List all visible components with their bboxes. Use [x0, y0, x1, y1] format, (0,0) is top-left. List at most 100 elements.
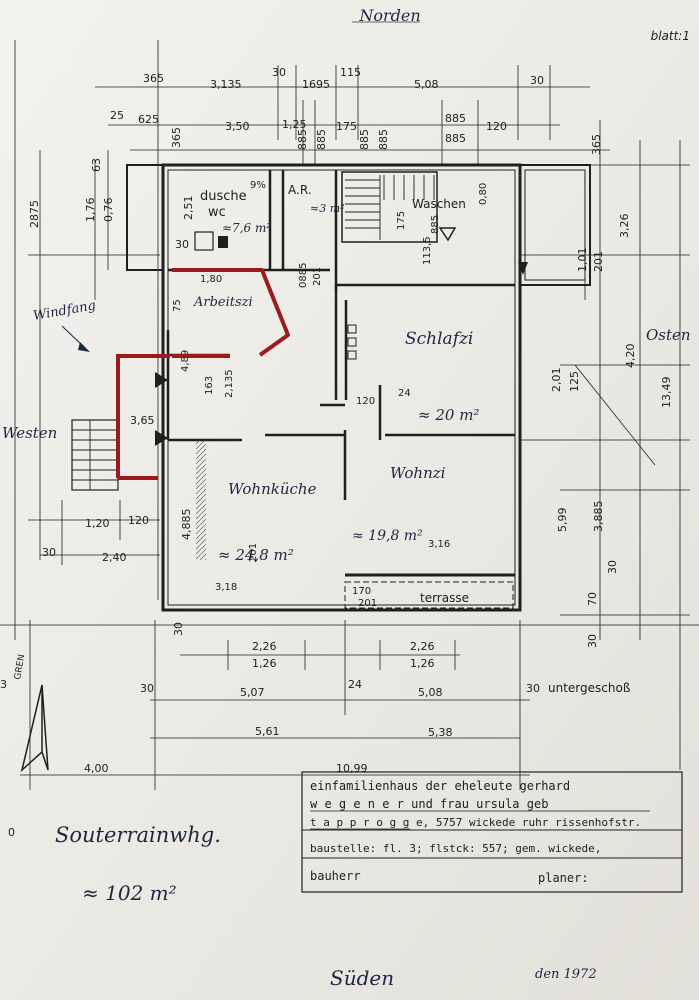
dim-top-19: 885: [358, 129, 371, 150]
dim-right-1: 3,26: [618, 214, 631, 239]
dim-top-10: 3,50: [225, 120, 250, 133]
east-label: Osten: [646, 326, 691, 344]
dim-right-2: 1,01: [576, 248, 589, 273]
dim-left-8: 1,20: [85, 517, 110, 530]
dim-bottom-3: 2,26: [410, 640, 435, 653]
dim-top-5: 115: [340, 66, 361, 79]
dim-left-6: 30: [175, 238, 189, 251]
bottom-dimension-texts: 2,26 1,26 2,26 1,26 30 5,07 24 5,08 30 5…: [0, 622, 540, 839]
dim-left-3: 1,76: [84, 198, 97, 223]
right-dimension-texts: 3,26 1,01 201 4,20 2,01 125 13,49 5,99 3…: [550, 214, 673, 649]
dim-bottom-4: 1,26: [410, 657, 435, 670]
dim-left-1: 2875: [28, 200, 41, 228]
dim-bottom-15: 0: [8, 826, 15, 839]
dim-top-1: 365: [143, 72, 164, 85]
dim-left-9: 120: [128, 514, 149, 527]
dim-top-18: 885: [315, 129, 328, 150]
dim-inner-7: 24: [398, 388, 411, 399]
dim-right-5: 2,01: [550, 368, 563, 393]
dim-inner-14: 201: [358, 598, 377, 609]
north-label: Norden: [358, 6, 420, 25]
fixtures: [155, 227, 528, 560]
dim-bottom-5: 30: [140, 682, 154, 695]
dim-inner-3: 4,89: [180, 350, 191, 372]
dim-top-14: 120: [486, 120, 507, 133]
staircase-west: [71, 419, 119, 491]
room-schlafzi: Schlafzi: [405, 329, 473, 349]
dim-top-6: 5,08: [414, 78, 439, 91]
dim-bottom-14: 30: [172, 622, 185, 636]
dim-right-12: 30: [586, 634, 599, 648]
title-planer: planer:: [538, 871, 589, 885]
dim-inner-4: 163: [204, 376, 215, 395]
dim-left-10: 2,40: [102, 551, 127, 564]
date-note: den 1972: [535, 967, 597, 982]
room-wohnzi-area: ≈ 19,8 m²: [352, 528, 423, 544]
dim-left-2: 63: [90, 158, 103, 172]
dim-top-13: 885: [445, 112, 466, 125]
dim-bottom-13: 10,99: [336, 762, 368, 775]
dim-bottom-16: 3: [0, 678, 7, 691]
red-annotation: [116, 268, 290, 480]
room-dusche: dusche: [200, 189, 247, 204]
dim-bottom-10: 5,61: [255, 725, 280, 738]
dim-bottom-17: GREN: [13, 654, 27, 681]
dim-right-6: 125: [568, 371, 581, 392]
room-schlafzi-area: ≈ 20 m²: [418, 406, 479, 424]
dim-inner-13: 170: [352, 586, 371, 597]
dim-inner-18: 201: [248, 543, 259, 562]
room-labels: dusche wc 9% ≈7,6 m² A.R. ≈3 m² Waschen …: [193, 180, 479, 605]
dim-bottom-1: 2,26: [252, 640, 277, 653]
dim-top-12: 175: [336, 120, 357, 133]
dim-top-2: 3,135: [210, 78, 242, 91]
room-wohnzi: Wohnzi: [390, 464, 446, 482]
dim-inner-2: 75: [172, 299, 183, 312]
dim-inner-16: 3,16: [428, 539, 450, 550]
dim-top-9: 625: [138, 113, 159, 126]
dim-top-15: 885: [445, 132, 466, 145]
dim-inner-6: 120: [356, 396, 375, 407]
top-dimension-texts: 365 3,135 30 1695 115 5,08 30 25 625 3,5…: [110, 66, 603, 155]
dim-left-7: 3,65: [130, 414, 155, 427]
dim-right-11: 70: [586, 592, 599, 606]
room-ar-area: ≈3 m²: [310, 202, 345, 215]
room-terrasse: terrasse: [420, 591, 469, 605]
dim-bottom-12: 4,00: [84, 762, 109, 775]
dim-inner-9: 113,5: [422, 236, 433, 265]
dim-top-11: 1,25: [282, 118, 307, 131]
title-line-4: baustelle: fl. 3; flstck: 557; gem. wick…: [310, 842, 601, 855]
room-dusche-slope: 9%: [250, 180, 266, 191]
dim-inner-8: 0,80: [478, 183, 489, 205]
title-block: einfamilienhaus der eheleute gerhard w e…: [301, 771, 683, 893]
dim-right-9: 3,885: [592, 501, 605, 533]
dim-bottom-6: 5,07: [240, 686, 265, 699]
dim-left-12: 4,885: [180, 509, 193, 541]
dim-inner-15: 3,18: [215, 582, 237, 593]
dim-left-5: 2,51: [182, 196, 195, 221]
staircase-top: [341, 171, 438, 243]
north-arrow: [20, 684, 49, 773]
title-line-2: w e g e n e r und frau ursula geb: [310, 797, 548, 811]
terrace: [344, 573, 515, 609]
dim-bottom-2: 1,26: [252, 657, 277, 670]
dim-top-21: 365: [590, 134, 603, 155]
room-ar: A.R.: [288, 183, 312, 197]
dim-top-7: 30: [530, 74, 544, 87]
dim-right-10: 30: [606, 560, 619, 574]
title-bauherr: bauherr: [310, 869, 361, 883]
south-label: Süden: [330, 966, 394, 990]
room-wohnkueche-area: ≈ 24,8 m²: [218, 546, 294, 564]
dim-bottom-11: 5,38: [428, 726, 453, 739]
room-wc: wc: [208, 205, 226, 220]
inner-dimension-texts: 1,80 75 4,89 163 2,135 120 24 0,80 113,5…: [172, 183, 489, 609]
room-waschen: Waschen: [412, 197, 466, 211]
dim-top-17: 885: [296, 129, 309, 150]
floor-label: untergeschoß: [548, 681, 631, 695]
souterrain-note: Souterrainwhg.: [55, 823, 221, 847]
left-dimension-texts: 2875 63 1,76 0,76 2,51 30 3,65 1,20 120 …: [28, 158, 195, 564]
room-dusche-area: ≈7,6 m²: [222, 221, 271, 235]
right-dimension-lines: [520, 164, 690, 616]
west-label: Westen: [2, 424, 57, 442]
title-line-1: einfamilienhaus der eheleute gerhard: [310, 779, 570, 793]
